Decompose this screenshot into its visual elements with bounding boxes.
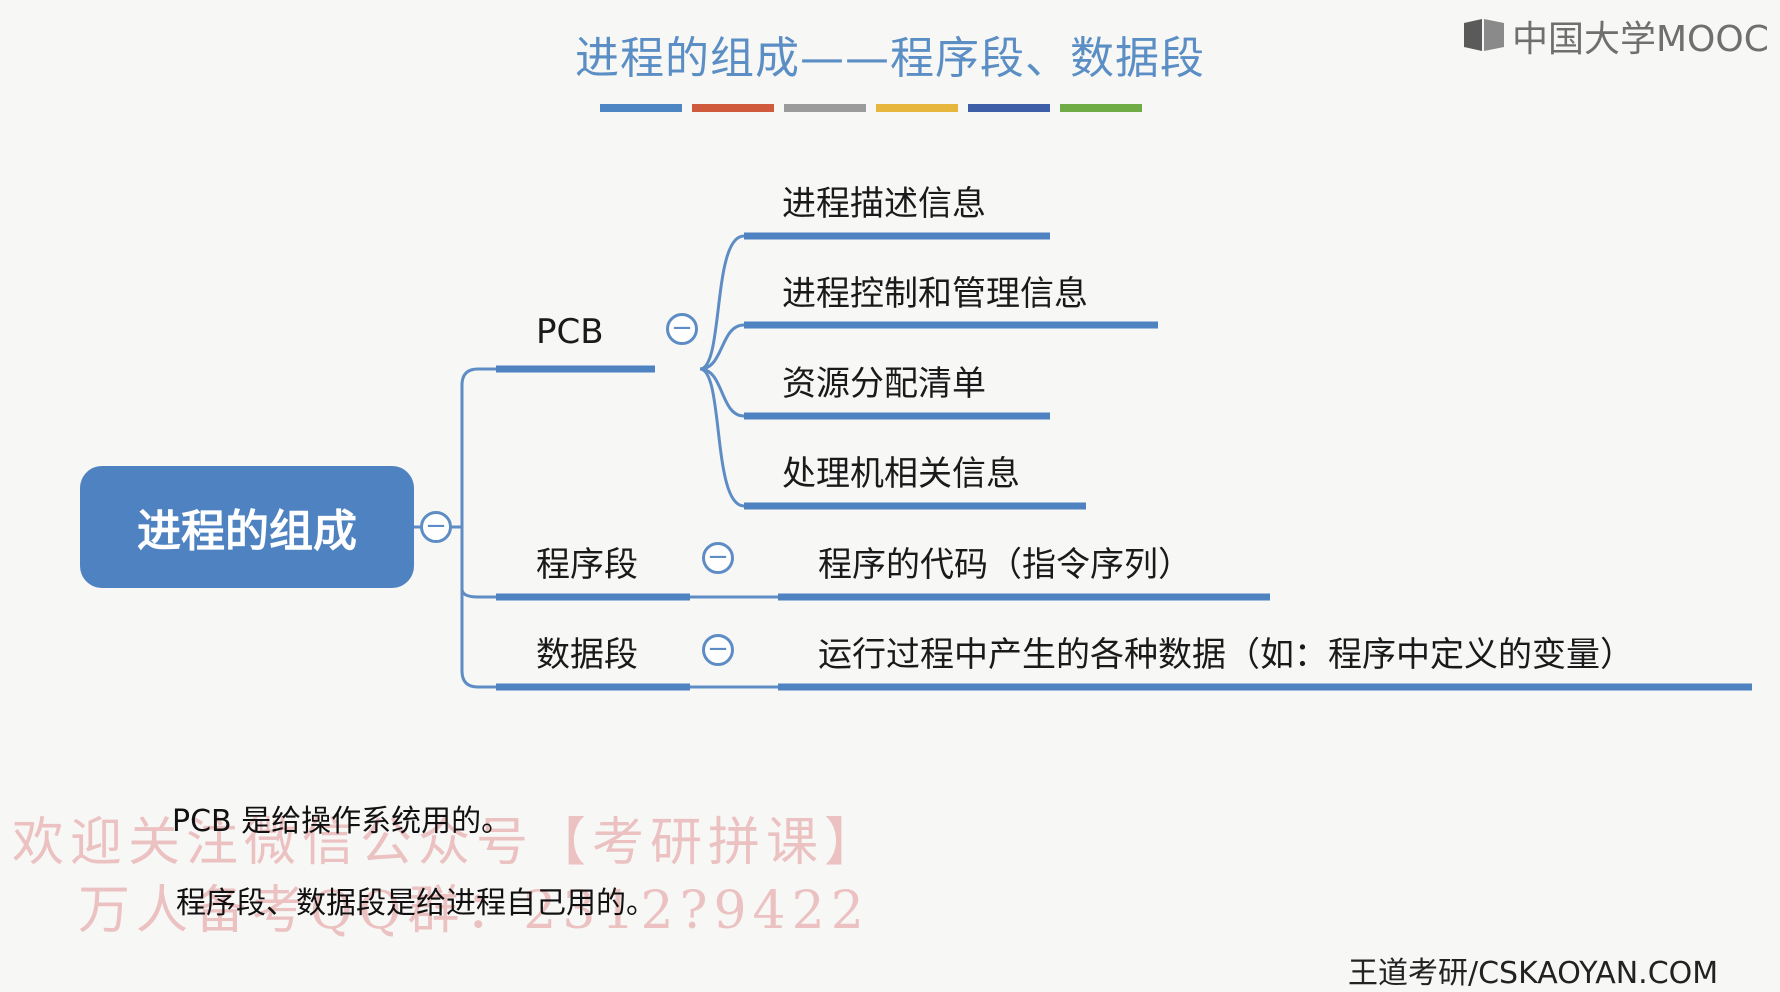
node-process-control-info[interactable]: 进程控制和管理信息 xyxy=(782,274,1088,314)
node-resource-allocation-list[interactable]: 资源分配清单 xyxy=(782,364,986,404)
node-program-code[interactable]: 程序的代码（指令序列） xyxy=(818,545,1192,585)
title-bar-yellow xyxy=(876,104,958,112)
node-pcb[interactable]: PCB xyxy=(536,312,604,352)
title-bar-green xyxy=(1060,104,1142,112)
node-runtime-data[interactable]: 运行过程中产生的各种数据（如：程序中定义的变量） xyxy=(818,635,1634,675)
mooc-logo-text: 中国大学MOOC xyxy=(1512,19,1769,60)
data-segment-collapse-button[interactable]: − xyxy=(702,634,734,666)
slide-title: 进程的组成——程序段、数据段 xyxy=(575,33,1205,84)
mooc-logo: 中国大学MOOC xyxy=(1462,10,1769,62)
node-data-segment[interactable]: 数据段 xyxy=(536,635,638,675)
footer-credit: 王道考研/CSKAOYAN.COM xyxy=(1348,956,1719,991)
root-node-process-composition[interactable]: 进程的组成 xyxy=(80,466,414,588)
title-bar-navy xyxy=(968,104,1050,112)
node-processor-related-info[interactable]: 处理机相关信息 xyxy=(782,454,1020,494)
node-code-segment[interactable]: 程序段 xyxy=(536,545,638,585)
watermark-line-2: 万人备考QQ群：2312?9422 xyxy=(78,881,870,941)
note-segments-usage: 程序段、数据段是给进程自己用的。 xyxy=(176,886,656,921)
node-process-description-info[interactable]: 进程描述信息 xyxy=(782,184,986,224)
title-bar-gray xyxy=(784,104,866,112)
title-bar-red xyxy=(692,104,774,112)
mooc-book-icon xyxy=(1464,19,1504,51)
pcb-collapse-button[interactable]: − xyxy=(666,313,698,345)
code-segment-collapse-button[interactable]: − xyxy=(702,542,734,574)
watermark-line-1: 欢迎关注微信公众号【考研拼课】 xyxy=(12,813,883,873)
root-node-label: 进程的组成 xyxy=(137,506,357,557)
note-pcb-usage: PCB 是给操作系统用的。 xyxy=(172,804,512,839)
root-collapse-button[interactable]: − xyxy=(420,511,452,543)
title-bar-blue xyxy=(600,104,682,112)
